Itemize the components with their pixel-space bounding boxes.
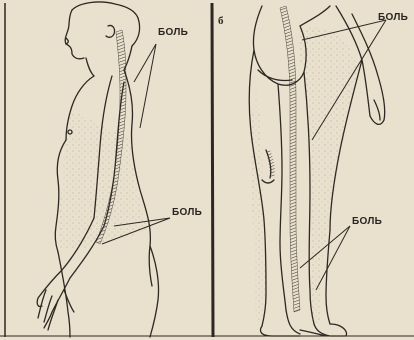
right-pain-band (280, 6, 300, 312)
pain-label-left-upper: БОЛЬ (158, 27, 188, 38)
right-figure-shading (300, 27, 358, 324)
pain-label-right-upper: БОЛЬ (378, 12, 408, 23)
panel-b-letter: б (218, 15, 224, 27)
right-calf-marks (266, 150, 275, 178)
frame (0, 3, 414, 337)
pain-label-left-lower: БОЛЬ (172, 207, 202, 218)
right-figure-shading-2 (251, 90, 266, 320)
pain-label-right-lower: БОЛЬ (352, 216, 382, 227)
